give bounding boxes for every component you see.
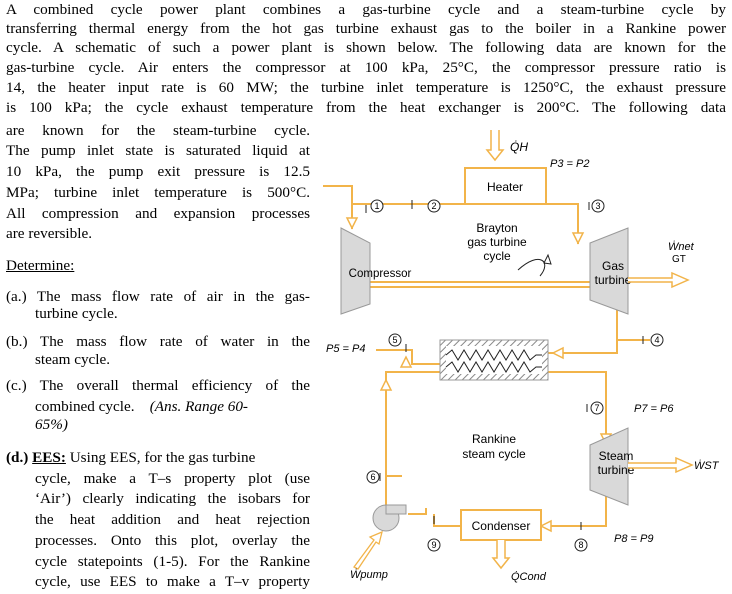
state-8-label: 8 [578, 540, 583, 550]
ees-label: EES: [32, 449, 66, 466]
question-a-line-2: turbine cycle. [35, 305, 118, 322]
flow-lines [323, 185, 650, 527]
intro-line-6: is 100 kPa; the cycle exhaust temperatur… [6, 99, 726, 116]
question-d-prefix: (d.) [6, 449, 29, 466]
state-7-label: 7 [594, 403, 599, 413]
question-d-line-4: the heat addition and heat rejection [35, 511, 310, 528]
intro-line-3: cycle. A schematic of such a power plant… [6, 39, 726, 56]
brayton-label-3: cycle [483, 249, 511, 263]
qcond-arrow [491, 540, 511, 570]
question-d-text: Using EES, for the gas turbine [69, 449, 256, 466]
wst-label: ẆST [694, 460, 720, 472]
wnet-label: Ẇnet [668, 241, 695, 253]
intro-line-5: 14, the heater input rate is 60 MW; the … [6, 79, 726, 96]
gas-turbine-shape [589, 227, 629, 315]
left-line-4: MPa; turbine inlet temperature is 500°C. [6, 184, 310, 201]
qh-label: Q̇H [510, 140, 528, 154]
heater-label: Heater [487, 180, 523, 194]
compressor-shape [340, 227, 371, 315]
question-a-line-1: (a.) The mass flow rate of air in the ga… [6, 288, 310, 305]
qcond-label: Q̇Cond [511, 570, 547, 583]
rankine-label-1: Rankine [472, 432, 516, 446]
left-line-1: are known for the steam-turbine cycle. [6, 122, 310, 139]
state-6-label: 6 [370, 472, 375, 482]
question-d-line-1: (d.) EES: Using EES, for the gas turbine [6, 448, 310, 468]
wpump-arrow [353, 530, 383, 570]
pump-icon [372, 504, 427, 532]
brayton-label-1: Brayton [476, 221, 517, 235]
brayton-label-2: gas turbine [467, 235, 527, 249]
steam-turbine-label-1: Steam [599, 449, 634, 463]
hx-coil-lower [445, 361, 542, 373]
question-c-line-2: combined cycle. (Ans. Range 60- [6, 397, 310, 417]
state-5-label: 5 [392, 335, 397, 345]
question-d-line-5: processes. Onto this plot, overlay the [35, 532, 310, 549]
determine-heading: Determine: [6, 257, 75, 274]
steam-turbine-label-2: turbine [598, 463, 635, 477]
cycle-arrow-icon [517, 253, 552, 277]
condenser-label: Condenser [472, 519, 531, 533]
question-d-line-6: cycle statepoints (1-5). For the Rankine [35, 553, 310, 570]
question-b-line-2: steam cycle. [35, 351, 111, 368]
intro-line-4: gas-turbine cycle. Air enters the compre… [6, 59, 726, 76]
steam-turbine-shape [589, 427, 629, 506]
wnet-sub-label: GT [672, 254, 686, 265]
gas-turbine-label-2: turbine [595, 273, 632, 287]
question-c-line-3: 65%) [35, 416, 68, 433]
heater-box [464, 167, 547, 205]
question-d-line-3: ‘Air’) clearly indicating the isobars fo… [35, 490, 310, 507]
state-4-label: 4 [654, 335, 659, 345]
question-b-line-1: (b.) The mass flow rate of water in the [6, 333, 310, 350]
question-d-line-7: cycle, use EES to make a T–v property [35, 573, 310, 590]
state-3-label: 3 [595, 201, 600, 211]
rankine-label-2: steam cycle [462, 447, 526, 461]
answer-range: (Ans. Range 60- [149, 398, 248, 415]
hx-coil-upper [445, 349, 542, 361]
wst-arrow [628, 456, 694, 474]
qh-arrow [485, 130, 505, 162]
left-line-5: All compression and expansion processes [6, 205, 310, 222]
gas-turbine-label-1: Gas [602, 259, 624, 273]
left-line-3: 10 kPa, the pump exit pressure is 12.5 [6, 163, 310, 180]
wnet-arrow [628, 271, 690, 289]
left-line-2: The pump inlet state is saturated liquid… [6, 142, 310, 159]
state-ticks [365, 200, 644, 530]
p8-p9-label: P8 = P9 [614, 533, 653, 545]
left-line-6: are reversible. [6, 225, 93, 242]
p3-p2-label: P3 = P2 [550, 158, 589, 170]
question-d-line-2: cycle, make a T–s property plot (use [35, 470, 310, 487]
question-c-text: combined cycle. [35, 398, 135, 415]
state-markers [366, 199, 664, 552]
intro-line-1: A combined cycle power plant combines a … [6, 1, 726, 18]
state-2-label: 2 [431, 201, 436, 211]
intro-line-2: transferring thermal energy from the hot… [6, 20, 726, 37]
p7-p6-label: P7 = P6 [634, 403, 674, 415]
question-c-line-1: (c.) The overall thermal efficiency of t… [6, 377, 310, 394]
compressor-label: Compressor [349, 268, 412, 280]
state-1-label: 1 [374, 201, 379, 211]
wpump-label: Ẇpump [350, 569, 388, 581]
p5-p4-label: P5 = P4 [326, 343, 365, 355]
state-9-label: 9 [431, 540, 436, 550]
